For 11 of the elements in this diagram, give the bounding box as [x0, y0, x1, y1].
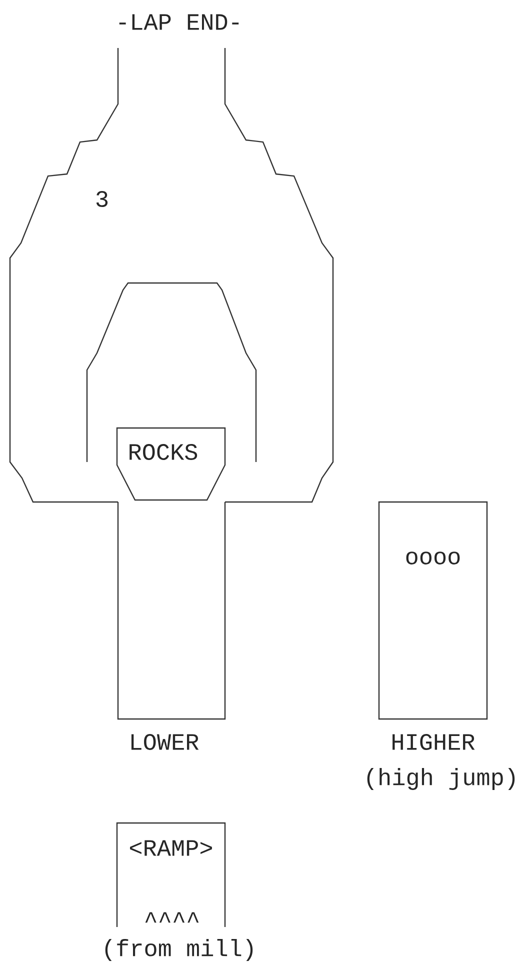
track-label: -LAP END-	[119, 14, 239, 30]
pit-marks: oooo	[406, 552, 460, 564]
lane-label: LOWER	[131, 734, 199, 750]
pit-label: HIGHER	[392, 734, 475, 750]
ramp-label: <RAMP>	[130, 840, 212, 856]
pit-caption: (high jump)	[367, 768, 515, 790]
lap-number: 3	[96, 191, 108, 207]
ramp-caption: (from mill)	[105, 939, 253, 961]
ramp-marks: ^^^^	[145, 912, 199, 923]
rocks-box: ROCKS	[116, 427, 226, 501]
lane-box	[117, 502, 226, 720]
